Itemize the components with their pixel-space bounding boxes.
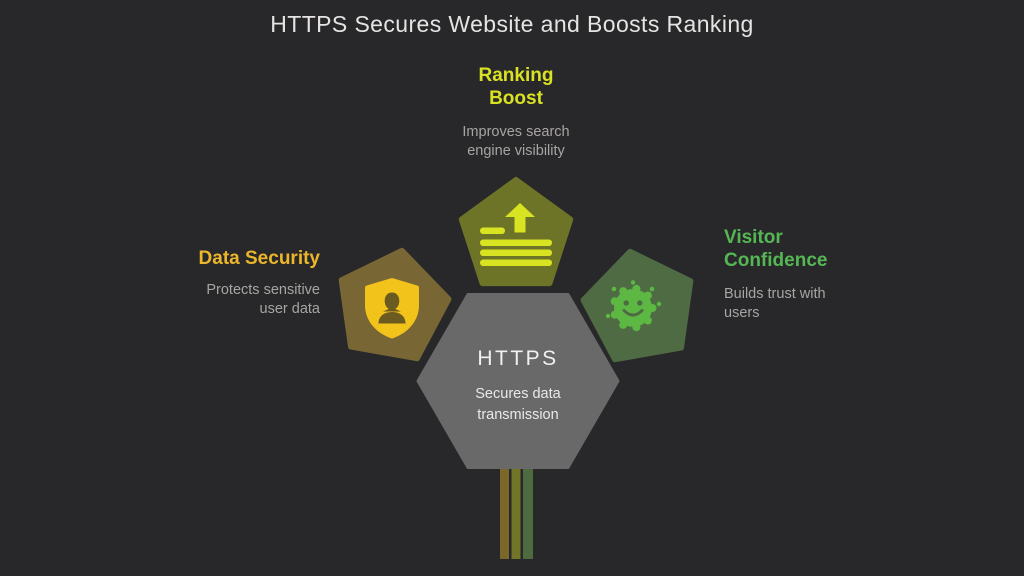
https-description: Secures data transmission: [475, 386, 561, 423]
stripe-olive: [511, 468, 521, 559]
stripe-green: [523, 468, 533, 559]
user-silhouette: [378, 292, 406, 324]
germ-dot: [649, 286, 655, 292]
germ-dot: [630, 280, 636, 285]
https-label: HTTPS: [477, 347, 559, 370]
visitor-confidence-description: Builds trust with users: [724, 286, 826, 321]
stripe-gold: [500, 468, 509, 559]
visitor-confidence-label-group: Visitor Confidence Builds trust with use…: [724, 226, 874, 322]
page-title: HTTPS Secures Website and Boosts Ranking: [270, 11, 754, 37]
shield-user-icon: [365, 278, 419, 339]
visitor-confidence-title: Visitor Confidence: [724, 227, 828, 272]
connector-stripes: [500, 468, 533, 559]
germ-dot: [611, 286, 617, 292]
data-security-description: Protects sensitive user data: [206, 282, 320, 317]
data-security-title: Data Security: [198, 248, 320, 269]
https-hexagon: [416, 293, 620, 469]
ranking-boost-description: Improves search engine visibility: [462, 124, 570, 159]
data-security-label-group: Data Security Protects sensitive user da…: [100, 247, 320, 318]
germ-smiley-icon: [605, 280, 662, 332]
https-hexagon-text: HTTPS Secures data transmission: [418, 347, 618, 425]
germ-dot: [605, 313, 611, 319]
germ-dot: [656, 301, 662, 307]
ranking-boost-title: Ranking Boost: [478, 65, 554, 110]
ranking-boost-label-group: Ranking Boost Improves search engine vis…: [406, 64, 626, 160]
rank-up-arrow-icon: [480, 203, 552, 266]
